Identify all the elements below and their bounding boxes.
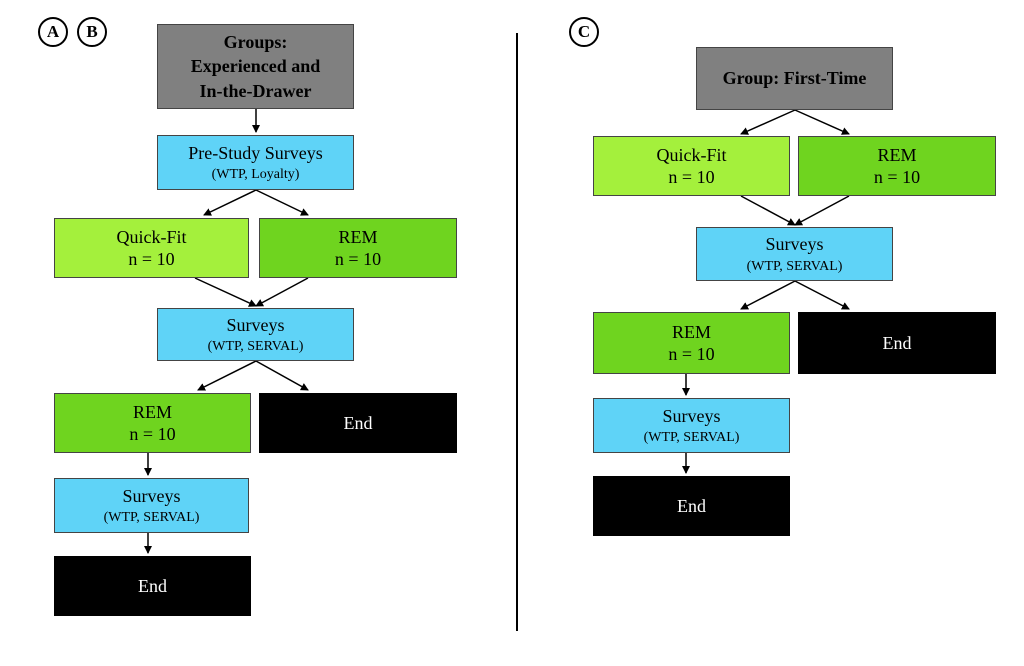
surveys-box-r-1: Surveys (WTP, SERVAL) — [696, 227, 893, 281]
rem-r-1-title: REM — [877, 144, 917, 165]
rem-box-r-2: REM n = 10 — [593, 312, 790, 374]
groups-line-3: In-the-Drawer — [199, 80, 312, 101]
badge-c: C — [569, 17, 599, 47]
rem-1-n: n = 10 — [334, 249, 382, 269]
quick-fit-n: n = 10 — [128, 249, 175, 269]
pre-study-sub: (WTP, Loyalty) — [211, 167, 300, 182]
surveys-r-2-title: Surveys — [662, 405, 721, 426]
surveys-1-sub: (WTP, SERVAL) — [207, 339, 304, 354]
arrow-prestudy-to-quickfit — [203, 189, 257, 216]
quick-fit-r-title: Quick-Fit — [656, 144, 727, 165]
surveys-r-1-title: Surveys — [765, 234, 824, 254]
end-1-label: End — [343, 412, 373, 433]
surveys-box-r-2: Surveys (WTP, SERVAL) — [593, 398, 790, 453]
arrow-surveys-to-end — [255, 360, 309, 391]
surveys-2-title: Surveys — [122, 485, 181, 506]
rem-2-n: n = 10 — [129, 424, 176, 444]
quick-fit-box: Quick-Fit n = 10 — [54, 218, 249, 278]
surveys-r-2-sub: (WTP, SERVAL) — [643, 430, 740, 445]
end-box-1: End — [259, 393, 457, 453]
surveys-box-1: Surveys (WTP, SERVAL) — [157, 308, 354, 361]
pre-study-surveys-box: Pre-Study Surveys (WTP, Loyalty) — [157, 135, 354, 190]
arrow-rem-to-surveys-r — [794, 195, 850, 226]
end-r-1-label: End — [882, 332, 912, 353]
end-box-r-1: End — [798, 312, 996, 374]
quick-fit-box-r: Quick-Fit n = 10 — [593, 136, 790, 196]
arrow-prestudy-to-rem — [255, 189, 309, 216]
badge-a: A — [38, 17, 68, 47]
groups-box: Groups: Experienced and In-the-Drawer — [157, 24, 354, 109]
arrow-quickfit-to-surveys — [194, 277, 257, 307]
badge-b: B — [77, 17, 107, 47]
arrow-group-to-quickfit — [740, 109, 796, 135]
rem-box-r-1: REM n = 10 — [798, 136, 996, 196]
arrow-group-to-rem — [794, 109, 850, 135]
rem-r-1-n: n = 10 — [873, 167, 921, 187]
panel-divider — [516, 33, 518, 631]
rem-2-title: REM — [132, 401, 172, 422]
rem-1-title: REM — [338, 226, 378, 247]
pre-study-title: Pre-Study Surveys — [188, 142, 323, 163]
arrow-rem-to-surveys — [255, 277, 309, 307]
end-2-label: End — [138, 575, 167, 596]
end-r-2-label: End — [677, 495, 706, 516]
rem-box-2: REM n = 10 — [54, 393, 251, 453]
group-first-time-box: Group: First-Time — [696, 47, 893, 110]
quick-fit-title: Quick-Fit — [116, 226, 187, 247]
surveys-2-sub: (WTP, SERVAL) — [103, 510, 200, 525]
arrow-surveys-to-rem — [197, 360, 257, 391]
arrow-surveys-to-end-r — [794, 280, 850, 310]
surveys-1-title: Surveys — [226, 314, 285, 335]
rem-r-2-title: REM — [671, 321, 711, 342]
end-box-2: End — [54, 556, 251, 616]
groups-line-2: Experienced and — [190, 56, 321, 77]
surveys-box-2: Surveys (WTP, SERVAL) — [54, 478, 249, 533]
groups-line-1: Groups: — [223, 32, 288, 53]
arrow-quickfit-to-surveys-r — [740, 195, 796, 226]
surveys-r-1-sub: (WTP, SERVAL) — [746, 258, 843, 274]
rem-r-2-n: n = 10 — [668, 344, 715, 364]
quick-fit-r-n: n = 10 — [668, 167, 715, 187]
end-box-r-2: End — [593, 476, 790, 536]
arrow-surveys-to-rem-r — [740, 280, 796, 310]
group-first-time-label: Group: First-Time — [722, 68, 867, 89]
rem-box-1: REM n = 10 — [259, 218, 457, 278]
